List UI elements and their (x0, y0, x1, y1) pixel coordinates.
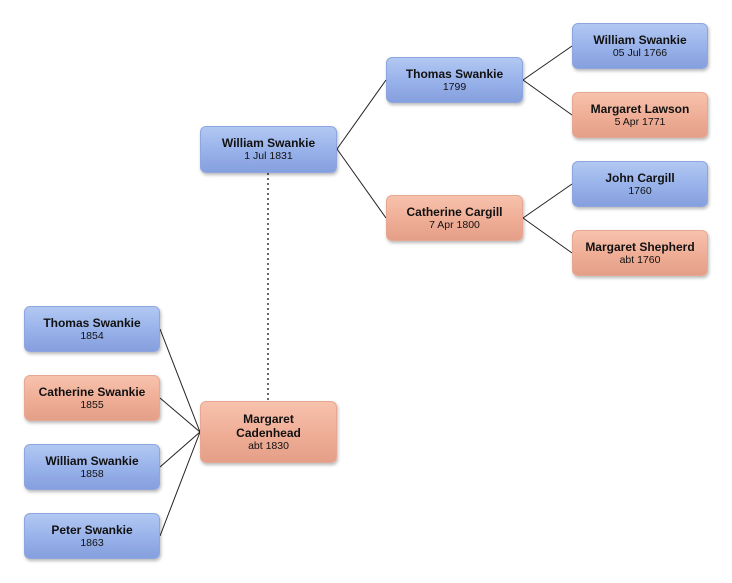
person-date: abt 1830 (248, 439, 289, 452)
person-name-line1: Margaret (243, 411, 294, 426)
person-date: 7 Apr 1800 (429, 218, 480, 231)
connector-root-father (336, 79, 387, 150)
person-name: Thomas Swankie (405, 66, 504, 81)
person-name: John Cargill (605, 170, 675, 185)
connector-child-3 (159, 431, 201, 468)
person-card-maternal-grandfather[interactable]: John Cargill 1760 (572, 161, 708, 207)
connector-child-4 (159, 431, 201, 537)
person-card-paternal-grandmother[interactable]: Margaret Lawson 5 Apr 1771 (572, 92, 708, 138)
connector-father-grandmother (522, 79, 573, 116)
person-card-father[interactable]: Thomas Swankie 1799 (386, 57, 523, 103)
person-date: abt 1760 (619, 253, 661, 266)
person-date: 5 Apr 1771 (614, 115, 666, 128)
person-card-maternal-grandmother[interactable]: Margaret Shepherd abt 1760 (572, 230, 708, 276)
connector-root-mother (336, 148, 387, 219)
connector-mother-grandfather (522, 183, 573, 219)
connector-child-2 (159, 397, 201, 433)
person-date: 1760 (628, 184, 652, 197)
person-card-child[interactable]: Thomas Swankie 1854 (24, 306, 160, 352)
person-date: 1858 (80, 467, 104, 480)
person-name-line2: Cadenhead (236, 425, 301, 440)
person-card-child[interactable]: Peter Swankie 1863 (24, 513, 160, 559)
person-card-paternal-grandfather[interactable]: William Swankie 05 Jul 1766 (572, 23, 708, 69)
person-name: William Swankie (45, 453, 139, 468)
connector-father-grandfather (522, 45, 573, 81)
person-name: William Swankie (593, 32, 687, 47)
person-name: Margaret Lawson (590, 101, 690, 116)
person-date: 1799 (442, 80, 467, 93)
person-date: 1855 (80, 398, 104, 411)
person-name: William Swankie (221, 136, 316, 150)
person-name: Catherine Swankie (38, 384, 146, 399)
person-name: Catherine Cargill (406, 204, 503, 219)
person-name: Peter Swankie (51, 522, 133, 537)
person-name: Margaret Shepherd (585, 239, 695, 254)
person-card-child[interactable]: Catherine Swankie 1855 (24, 375, 160, 421)
person-card-spouse[interactable]: Margaret Cadenhead abt 1830 (200, 401, 337, 463)
person-card-root[interactable]: William Swankie 1 Jul 1831 (200, 126, 337, 173)
connector-mother-grandmother (522, 217, 573, 254)
person-date: 1863 (80, 536, 104, 549)
person-date: 1 Jul 1831 (244, 150, 293, 162)
person-date: 1854 (80, 329, 104, 342)
person-card-child[interactable]: William Swankie 1858 (24, 444, 160, 490)
connector-child-1 (159, 328, 201, 433)
person-card-mother[interactable]: Catherine Cargill 7 Apr 1800 (386, 195, 523, 241)
person-name: Thomas Swankie (43, 315, 141, 330)
person-date: 05 Jul 1766 (612, 46, 668, 59)
